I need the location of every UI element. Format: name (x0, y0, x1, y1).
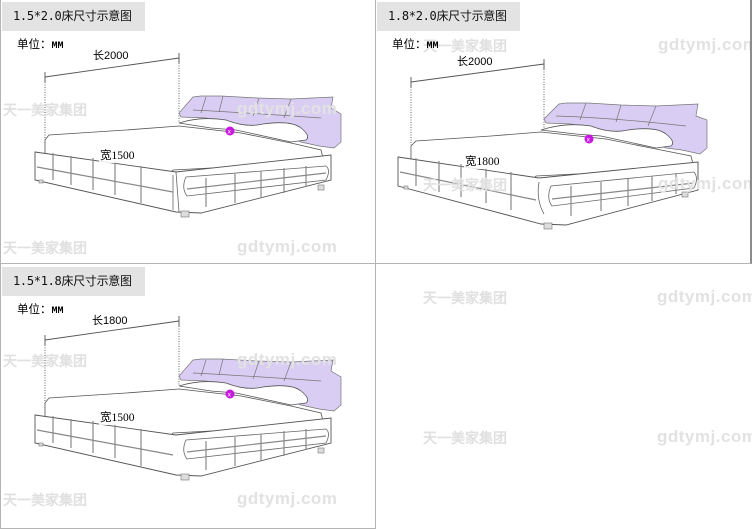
width-dimension: 宽1500 (99, 409, 136, 425)
empty-panel: 天一美家集团 gdtymj.com 天一美家集团 gdtymj.com (376, 264, 752, 529)
watermark-url: gdtymj.com (657, 427, 752, 446)
diagram-panel-1-8x2-0: x 天一美家集团 gdtymj.com 天一美家集团 gdtymj.com 1.… (375, 0, 752, 264)
panel-title: 1.5*2.0床尺寸示意图 (2, 2, 145, 31)
width-dimension: 宽1800 (464, 153, 501, 169)
marker-dot (584, 134, 594, 144)
unit-label: 单位：MM (17, 36, 64, 52)
marker-dot (225, 126, 235, 136)
length-dimension: 长2000 (457, 56, 493, 68)
svg-text:x: x (587, 137, 591, 144)
unit-value: MM (51, 306, 64, 317)
unit-value: MM (426, 41, 439, 52)
unit-label: 单位：MM (392, 36, 439, 52)
unit-text: 单位： (392, 37, 427, 51)
svg-text:x: x (228, 129, 232, 136)
unit-text: 单位： (17, 37, 52, 51)
unit-label: 单位：MM (17, 301, 64, 317)
panel-title: 1.8*2.0床尺寸示意图 (377, 2, 520, 31)
bed-illustration: x (34, 53, 342, 218)
width-dimension: 宽1500 (99, 147, 136, 163)
watermark-brand: 天一美家集团 (423, 431, 507, 447)
diagram-panel-1-5x2-0: x 天一美家集团 gdtymj.com 天一美家集团 gdtymj.com 1.… (0, 0, 376, 264)
marker-dot (225, 389, 235, 399)
panel-title: 1.5*1.8床尺寸示意图 (2, 267, 145, 296)
unit-text: 单位： (17, 302, 52, 316)
length-dimension: 长2000 (93, 50, 129, 62)
length-dimension: 长1800 (92, 315, 128, 327)
watermark-brand: 天一美家集团 (423, 291, 507, 307)
diagram-panel-1-5x1-8: x 天一美家集团 gdtymj.com 天一美家集团 gdtymj.com 1.… (0, 263, 376, 529)
unit-value: MM (51, 41, 64, 52)
watermark-url: gdtymj.com (657, 287, 752, 306)
svg-text:x: x (228, 392, 232, 399)
